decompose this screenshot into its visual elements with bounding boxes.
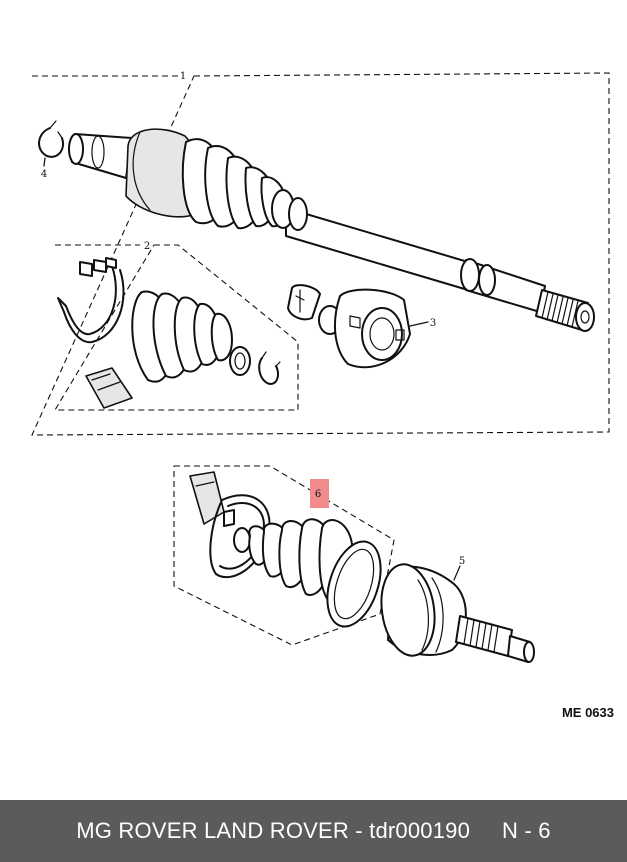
callout-3[interactable]: 3 <box>430 318 436 329</box>
kit-2-outline <box>54 244 299 411</box>
diagram-reference-code: ME 0633 <box>562 705 614 720</box>
footer-bar: MG ROVER LAND ROVER - tdr000190 N - 6 <box>0 800 627 862</box>
spline-teeth <box>541 291 579 328</box>
parts-diagram: 1 4 <box>31 71 614 720</box>
kit-2-parts[interactable] <box>57 257 281 409</box>
assembly-1-outline <box>31 72 610 436</box>
drive-shaft-assembly[interactable] <box>68 128 595 332</box>
callout-2[interactable]: 2 <box>144 241 150 252</box>
outer-joint-part-5[interactable] <box>376 561 535 663</box>
footer-page-number: N - 6 <box>502 818 551 843</box>
callout-1[interactable]: 1 <box>180 71 186 82</box>
outer-spline-teeth <box>463 617 499 653</box>
callout-4[interactable]: 4 <box>41 169 47 180</box>
callout-6[interactable]: 6 <box>315 489 321 500</box>
kit-6-parts[interactable] <box>189 471 390 633</box>
circlip-part-4[interactable] <box>38 120 64 167</box>
kit-6-outline <box>173 465 395 646</box>
callout-5[interactable]: 5 <box>459 556 465 567</box>
footer-title: MG ROVER LAND ROVER - tdr000190 <box>76 818 471 843</box>
inner-joint-part-3[interactable] <box>287 284 429 369</box>
callout-6-highlight <box>310 479 329 508</box>
